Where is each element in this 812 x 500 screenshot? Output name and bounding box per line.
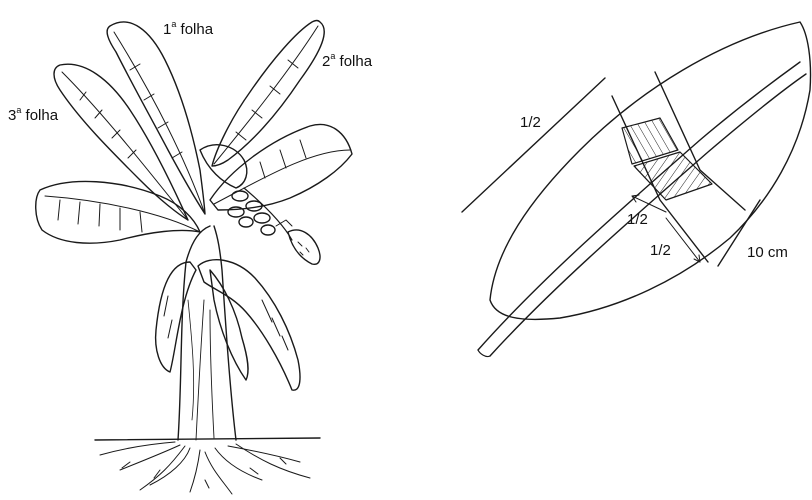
drooping-lower-leaves <box>156 260 300 391</box>
leaf-detail-illustration <box>462 22 811 357</box>
ground-line <box>95 438 320 440</box>
leaf-1-word: folha <box>181 21 214 38</box>
leaf-2-label: 2a folha <box>322 52 372 69</box>
strip-width-label: 10 cm <box>747 245 788 260</box>
banana-flower <box>288 230 320 264</box>
leaf-left-wide <box>36 181 200 243</box>
half-width-label: 1/2 <box>520 115 541 130</box>
half-width-guide-line <box>462 78 605 212</box>
inner-half-label-bottom: 1/2 <box>650 243 671 258</box>
pseudostem <box>178 226 236 440</box>
banana-plant-illustration <box>36 21 352 495</box>
leaf-3 <box>54 64 188 220</box>
inner-half-label-top: 1/2 <box>627 212 648 227</box>
roots <box>100 442 310 494</box>
leaf-1-label: 1a folha <box>163 20 213 37</box>
leaf-midrib <box>478 62 800 350</box>
leaf-1-ordinal: a <box>171 19 176 29</box>
leaf-3-ordinal: a <box>16 105 21 115</box>
leaf-2-ordinal: a <box>330 51 335 61</box>
leaf-right-upper <box>210 124 352 210</box>
leaf-2 <box>212 21 324 167</box>
leaf-3-word: folha <box>26 107 59 124</box>
leaf-2-word: folha <box>340 53 373 70</box>
leaf-3-label: 3a folha <box>8 106 58 123</box>
